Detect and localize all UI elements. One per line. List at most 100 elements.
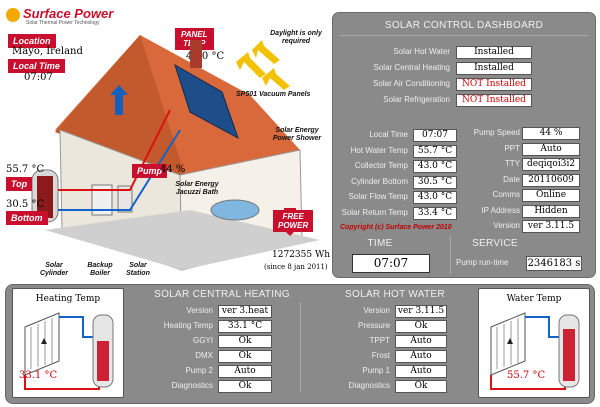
left-row-label: Solar Flow Temp [348, 192, 408, 201]
heating-temp-value: 33.1 °C [19, 370, 58, 381]
right-row-label: Comms [492, 190, 520, 199]
left-row-value: 30.5 °C [413, 175, 457, 189]
right-row-label: Date [503, 174, 520, 184]
hot-water-row-label: TPPT [369, 336, 390, 345]
heating-circuit-diagram [24, 312, 114, 390]
central-heating-row-label: Diagnostics [171, 381, 213, 390]
central-heating-row-label: Version [186, 306, 213, 315]
right-row-label: TTY [504, 159, 520, 168]
water-temp-box: Water Temp 55.7 °C [478, 288, 590, 398]
hot-water-row-label: Version [363, 306, 390, 315]
hot-water-row-value: ver 3.11.5 [395, 305, 447, 318]
free-power-label-1: FREE [282, 212, 304, 221]
heating-temp-title: Heating Temp [35, 294, 101, 304]
cylinder-label-1: Solar [45, 262, 63, 269]
right-row-value: Online [522, 189, 580, 202]
central-heating-row-value: 33.1 °C [218, 320, 272, 333]
hot-water-row-label: Frost [371, 351, 390, 360]
shower-label: Solar Energy Power Shower [262, 127, 332, 143]
free-power-value: 1272355 Wh [272, 250, 330, 260]
left-row-value: 33.4 °C [413, 206, 457, 220]
hot-water-row-label: Pressure [357, 321, 390, 330]
central-heating-row-value: Auto [218, 365, 272, 378]
status-row-value: NOT Installed [456, 94, 532, 107]
right-row-value: 20110609 [522, 173, 580, 187]
boiler-label-1: Backup [87, 262, 113, 269]
sun-rays-icon [236, 40, 290, 90]
hot-water-row-value: Ok [395, 320, 447, 333]
location-value: Mayo, Ireland [12, 46, 83, 57]
status-row-label: Solar Central Heating [373, 63, 450, 72]
daylight-note-line2: required [281, 38, 310, 45]
right-row-label: PPT [504, 143, 520, 153]
bath-label-2: Jacuzzi Bath [175, 189, 219, 196]
free-power-label-2: POWER [278, 221, 309, 230]
hot-water-row-value: Auto [395, 350, 447, 363]
top-temp-value: 55.7 °C [6, 164, 45, 175]
dashboard-title: SOLAR CONTROL DASHBOARD [384, 20, 544, 31]
bath-label-1: Solar Energy [175, 181, 219, 188]
left-row-value: 55.7 °C [413, 144, 457, 158]
hot-water-row-label: Diagnostics [348, 381, 390, 390]
daylight-note-line1: Daylight is only [270, 30, 322, 37]
copyright: Copyright (c) Surface Power 2010 [340, 224, 452, 231]
pump-value: 44 % [160, 164, 186, 175]
boiler-label: Backup Boiler [80, 262, 120, 278]
house-illustration [31, 35, 320, 271]
left-row-value: 07:07 [413, 129, 457, 142]
central-heating-row-value: Ok [218, 335, 272, 348]
station-label-1: Solar [129, 262, 147, 269]
free-power-badge: FREE POWER [273, 210, 314, 232]
status-row-label: Solar Refrigeration [383, 95, 450, 104]
hot-water-row-value: Auto [395, 365, 447, 378]
left-row-value: 43.0 °C [413, 160, 457, 173]
station-label: Solar Station [118, 262, 158, 278]
service-header: SERVICE [472, 238, 518, 249]
left-row-label: Local Time [369, 130, 408, 139]
right-row-value: deqiqoi3i2 [522, 158, 580, 171]
sun-logo-icon [6, 7, 20, 22]
right-row-value: Hidden [522, 204, 580, 218]
bottom-temp-value: 30.5 °C [6, 199, 45, 210]
water-temp-value: 55.7 °C [507, 370, 546, 381]
status-row-value: NOT Installed [456, 78, 532, 91]
hot-water-row-label: Pump 1 [362, 366, 390, 375]
central-heating-row-value: Ok [218, 350, 272, 363]
boiler-label-2: Boiler [90, 270, 110, 277]
water-circuit-diagram [490, 312, 580, 390]
time-display: 07:07 [352, 254, 430, 273]
time-header: TIME [367, 238, 393, 249]
left-row-label: Collector Temp [354, 161, 408, 170]
left-row-label: Hot Water Temp [350, 145, 408, 155]
cylinder-label: Solar Cylinder [32, 262, 76, 278]
central-heating-row-value: Ok [218, 380, 272, 393]
local-time-label: Local Time [8, 59, 65, 73]
brand-name: Surface Power [23, 6, 114, 21]
pump-runtime-value: 2346183 s [526, 256, 582, 271]
time-service-divider [450, 236, 451, 274]
station-label-2: Station [126, 270, 150, 277]
bath-label: Solar Energy Jacuzzi Bath [162, 181, 232, 197]
local-time-value: 07:07 [24, 72, 53, 83]
status-row-value: Installed [456, 46, 532, 59]
central-heating-title: SOLAR CENTRAL HEATING [154, 289, 290, 300]
top-label: Top [6, 177, 33, 191]
hot-water-row-value: Ok [395, 380, 447, 393]
hot-water-title: SOLAR HOT WATER [345, 289, 445, 300]
central-heating-row-label: Pump 2 [185, 366, 213, 375]
status-row-value: Installed [456, 62, 532, 75]
shower-label-1: Solar Energy [275, 127, 319, 134]
right-row-value: 44 % [522, 127, 580, 140]
brand-logo: Surface Power [6, 6, 113, 22]
cylinder-label-2: Cylinder [39, 270, 68, 277]
daylight-note: Daylight is only required [256, 30, 336, 46]
central-heating-row-value: ver 3.heat [218, 305, 272, 318]
panel-temp-label-1: PANEL [181, 30, 208, 39]
status-row-label: Solar Air Conditioning [373, 79, 450, 88]
right-row-label: Pump Speed [473, 128, 520, 137]
dashboard-divider [339, 35, 589, 36]
panel-temp-value: 43.0 °C [186, 51, 225, 62]
shower-label-2: Power Shower [272, 135, 322, 142]
pump-runtime-label: Pump run-time [456, 258, 509, 267]
right-row-label: Version [493, 221, 520, 230]
